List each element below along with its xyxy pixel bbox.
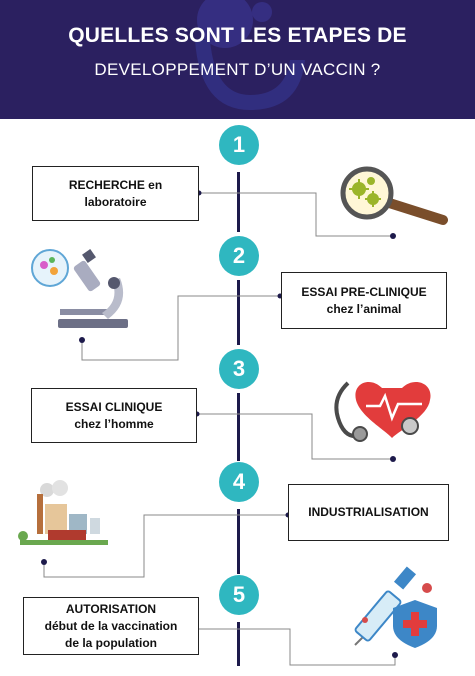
timeline-segment xyxy=(237,280,240,345)
step-2-sublabel: chez l’animal xyxy=(326,301,402,316)
page-title: QUELLES SONT LES ETAPES DE xyxy=(68,24,407,47)
step-5-sublabel: début de la vaccination xyxy=(44,618,178,633)
header-banner: QUELLES SONT LES ETAPES DE DEVELOPPEMENT… xyxy=(0,0,475,119)
factory-icon xyxy=(18,480,108,545)
step-3-label: ESSAI CLINIQUE xyxy=(65,399,163,414)
step-1-sublabel: laboratoire xyxy=(84,194,147,209)
step-4-number: 4 xyxy=(219,462,259,502)
page-subtitle: DEVELOPPEMENT D’UN VACCIN ? xyxy=(94,60,381,79)
step-2-box: ESSAI PRE-CLINIQUE chez l’animal xyxy=(281,272,447,329)
step-3-number: 3 xyxy=(219,349,259,389)
step-1-box: RECHERCHE en laboratoire xyxy=(32,166,199,221)
step-4-box: INDUSTRIALISATION xyxy=(288,484,449,541)
timeline-segment xyxy=(237,393,240,461)
step-2-label: ESSAI PRE-CLINIQUE xyxy=(301,284,427,299)
syringe-shield-icon xyxy=(354,566,437,648)
logo-watermark-icon xyxy=(195,0,305,110)
step-3-sublabel: chez l’homme xyxy=(74,416,154,431)
stethoscope-heart-icon xyxy=(334,381,431,442)
timeline-segment xyxy=(237,509,240,574)
step-4-label: INDUSTRIALISATION xyxy=(308,505,429,519)
microscope-icon xyxy=(31,249,128,328)
step-5-number: 5 xyxy=(219,575,259,615)
step-1-label: RECHERCHE en xyxy=(68,177,163,192)
timeline-segment xyxy=(237,172,240,232)
step-3-box: ESSAI CLINIQUE chez l’homme xyxy=(31,388,197,443)
step-5-box: AUTORISATION début de la vaccination de … xyxy=(23,597,199,655)
step-2-number: 2 xyxy=(219,236,259,276)
step-1-number: 1 xyxy=(219,125,259,165)
magnifier-virus-icon xyxy=(340,166,448,225)
step-5-label: AUTORISATION xyxy=(65,601,157,616)
step-5-sublabel-2: de la population xyxy=(65,635,157,650)
timeline-segment xyxy=(237,622,240,666)
